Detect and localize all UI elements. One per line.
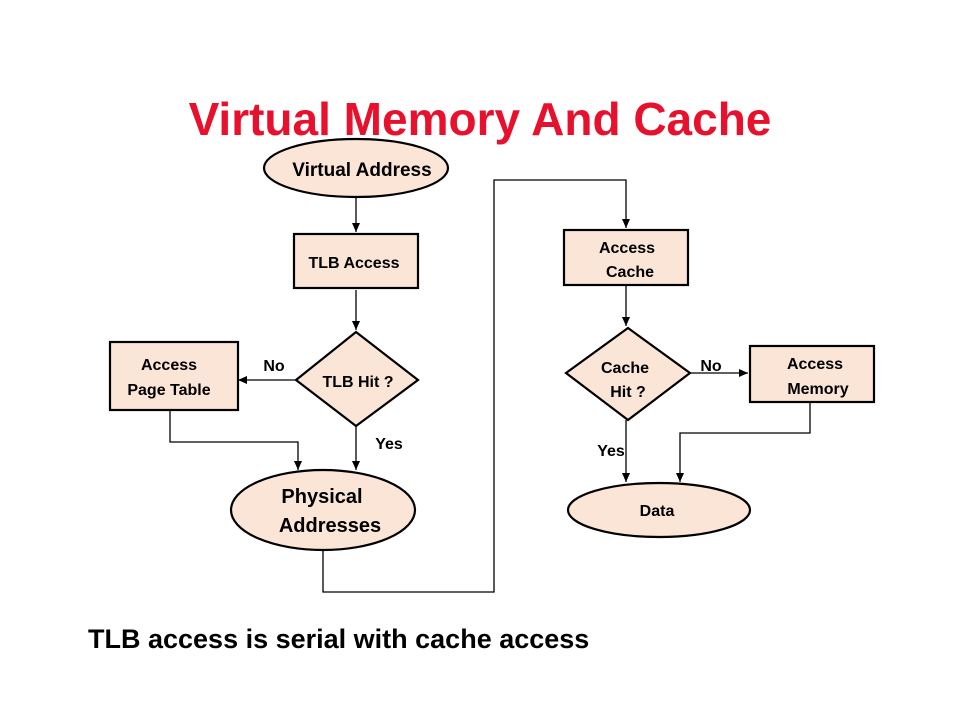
access-memory-line1: Access [787,356,843,373]
data-node: Data [566,481,752,539]
access-page-table-line2: Page Table [127,382,210,399]
tlb-access-node: TLB Access [292,232,420,290]
tlb-hit-decision: TLB Hit ? [294,330,420,428]
cache-hit-decision: Cache Hit ? [564,326,692,422]
access-page-table-line1: Access [141,357,197,374]
physical-addresses-node: Physical Addresses [229,468,417,552]
access-cache-node: Access Cache [562,228,690,287]
edge-pagetable-to-pa [169,410,302,470]
virtual-address-label: Virtual Address [292,160,431,181]
tlb-no-label: No [263,358,285,375]
virtual-address-node: Virtual Address [262,137,450,199]
data-label: Data [640,503,675,520]
cache-hit-line2: Hit ? [610,384,646,401]
access-cache-line1: Access [599,240,655,257]
tlb-hit-label: TLB Hit ? [322,374,393,391]
physical-addresses-line1: Physical [281,486,362,508]
access-page-table-node: Access Page Table [108,340,240,412]
tlb-yes-label: Yes [375,436,403,453]
edge-memory-to-data [676,402,811,482]
slide-title: Virtual Memory And Cache [188,93,772,145]
access-memory-line2: Memory [787,381,848,398]
edge-pa-to-cache [322,179,630,593]
cache-no-label: No [700,358,722,375]
cache-hit-line1: Cache [601,360,649,377]
slide-caption: TLB access is serial with cache access [88,624,590,654]
access-memory-node: Access Memory [748,344,876,404]
physical-addresses-line2: Addresses [279,515,381,537]
tlb-access-label: TLB Access [309,255,400,272]
access-cache-line2: Cache [606,264,654,281]
cache-yes-label: Yes [597,443,625,460]
